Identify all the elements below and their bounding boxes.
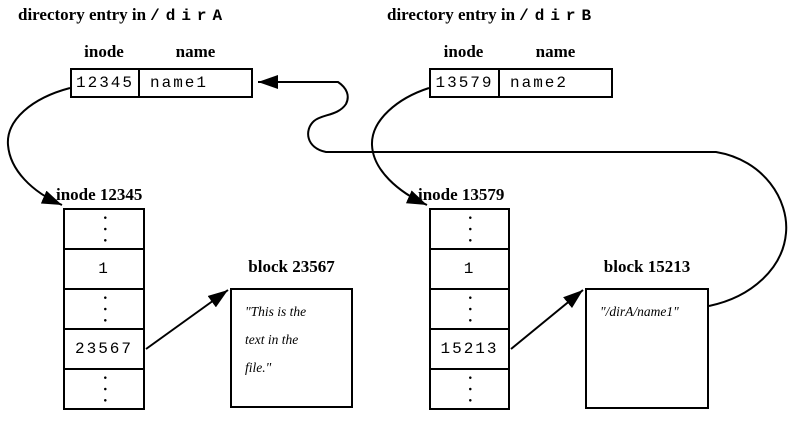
ellipsis-glyph: ···	[95, 374, 113, 410]
dira-title-text: directory entry in	[18, 5, 147, 24]
inode-12345-row-ellipsis-3: ···	[65, 370, 143, 410]
dira-title: directory entry in/dirA	[18, 5, 228, 25]
ellipsis-glyph: ···	[461, 294, 479, 330]
inode-13579-table: ··· 1 ··· 15213 ···	[429, 208, 510, 410]
ellipsis-glyph: ···	[461, 214, 479, 250]
dira-entry-inode-cell: 12345	[72, 70, 140, 96]
inode-12345-label: inode 12345	[56, 185, 143, 204]
dira-title-path: /dirA	[150, 7, 229, 25]
inode-13579-block-pointer-cell: 15213	[431, 330, 508, 370]
block-23567-text-line2: text in the	[245, 332, 299, 347]
ellipsis-glyph: ···	[461, 374, 479, 410]
block-23567-box: "This is the text in the file."	[230, 288, 353, 408]
arrow-dira-entry-to-inode-12345	[6, 87, 71, 206]
inode-12345-block-pointer-cell: 23567	[65, 330, 143, 370]
dirb-header-name: name	[535, 42, 576, 61]
block-23567-text-line1: "This is the	[245, 304, 307, 319]
dirb-header-inode: inode	[443, 42, 484, 61]
dirb-entry-name-cell: name2	[510, 74, 569, 92]
arrow-block-15213-symlink-to-dira-name1	[258, 75, 788, 307]
block-23567-text-line3: file."	[245, 360, 272, 375]
dirb-title-text: directory entry in	[387, 5, 516, 24]
inode-13579-row-ellipsis-1: ···	[431, 210, 508, 250]
dirb-title: directory entry in/dirB	[387, 5, 597, 25]
block-15213-box: "/dirA/name1"	[585, 288, 709, 409]
inode-12345-row-ellipsis-2: ···	[65, 290, 143, 330]
arrow-inode-13579-to-block-15213	[510, 289, 584, 350]
dira-header-inode: inode	[84, 42, 124, 61]
inode-12345-link-count-cell: 1	[65, 250, 143, 290]
dira-header-name: name	[175, 42, 216, 61]
dirb-entry-table: 13579 name2	[429, 68, 613, 98]
block-23567-label: block 23567	[248, 257, 335, 276]
inode-13579-row-ellipsis-3: ···	[431, 370, 508, 410]
ellipsis-glyph: ···	[95, 214, 113, 250]
arrow-inode-12345-to-block-23567	[145, 289, 229, 350]
dira-entry-table: 12345 name1	[70, 68, 253, 98]
dirb-title-path: /dirB	[519, 7, 598, 25]
inode-13579-link-count-cell: 1	[431, 250, 508, 290]
block-15213-label: block 15213	[603, 257, 691, 276]
ellipsis-glyph: ···	[95, 294, 113, 330]
inode-13579-row-ellipsis-2: ···	[431, 290, 508, 330]
arrow-dirb-entry-to-inode-13579	[370, 87, 430, 206]
inode-12345-row-ellipsis-1: ···	[65, 210, 143, 250]
block-15213-symlink-target-text: "/dirA/name1"	[600, 304, 679, 319]
dirb-entry-inode-cell: 13579	[431, 70, 500, 96]
dira-entry-name-cell: name1	[150, 74, 209, 92]
inode-12345-table: ··· 1 ··· 23567 ···	[63, 208, 145, 410]
inode-13579-label: inode 13579	[418, 185, 505, 204]
